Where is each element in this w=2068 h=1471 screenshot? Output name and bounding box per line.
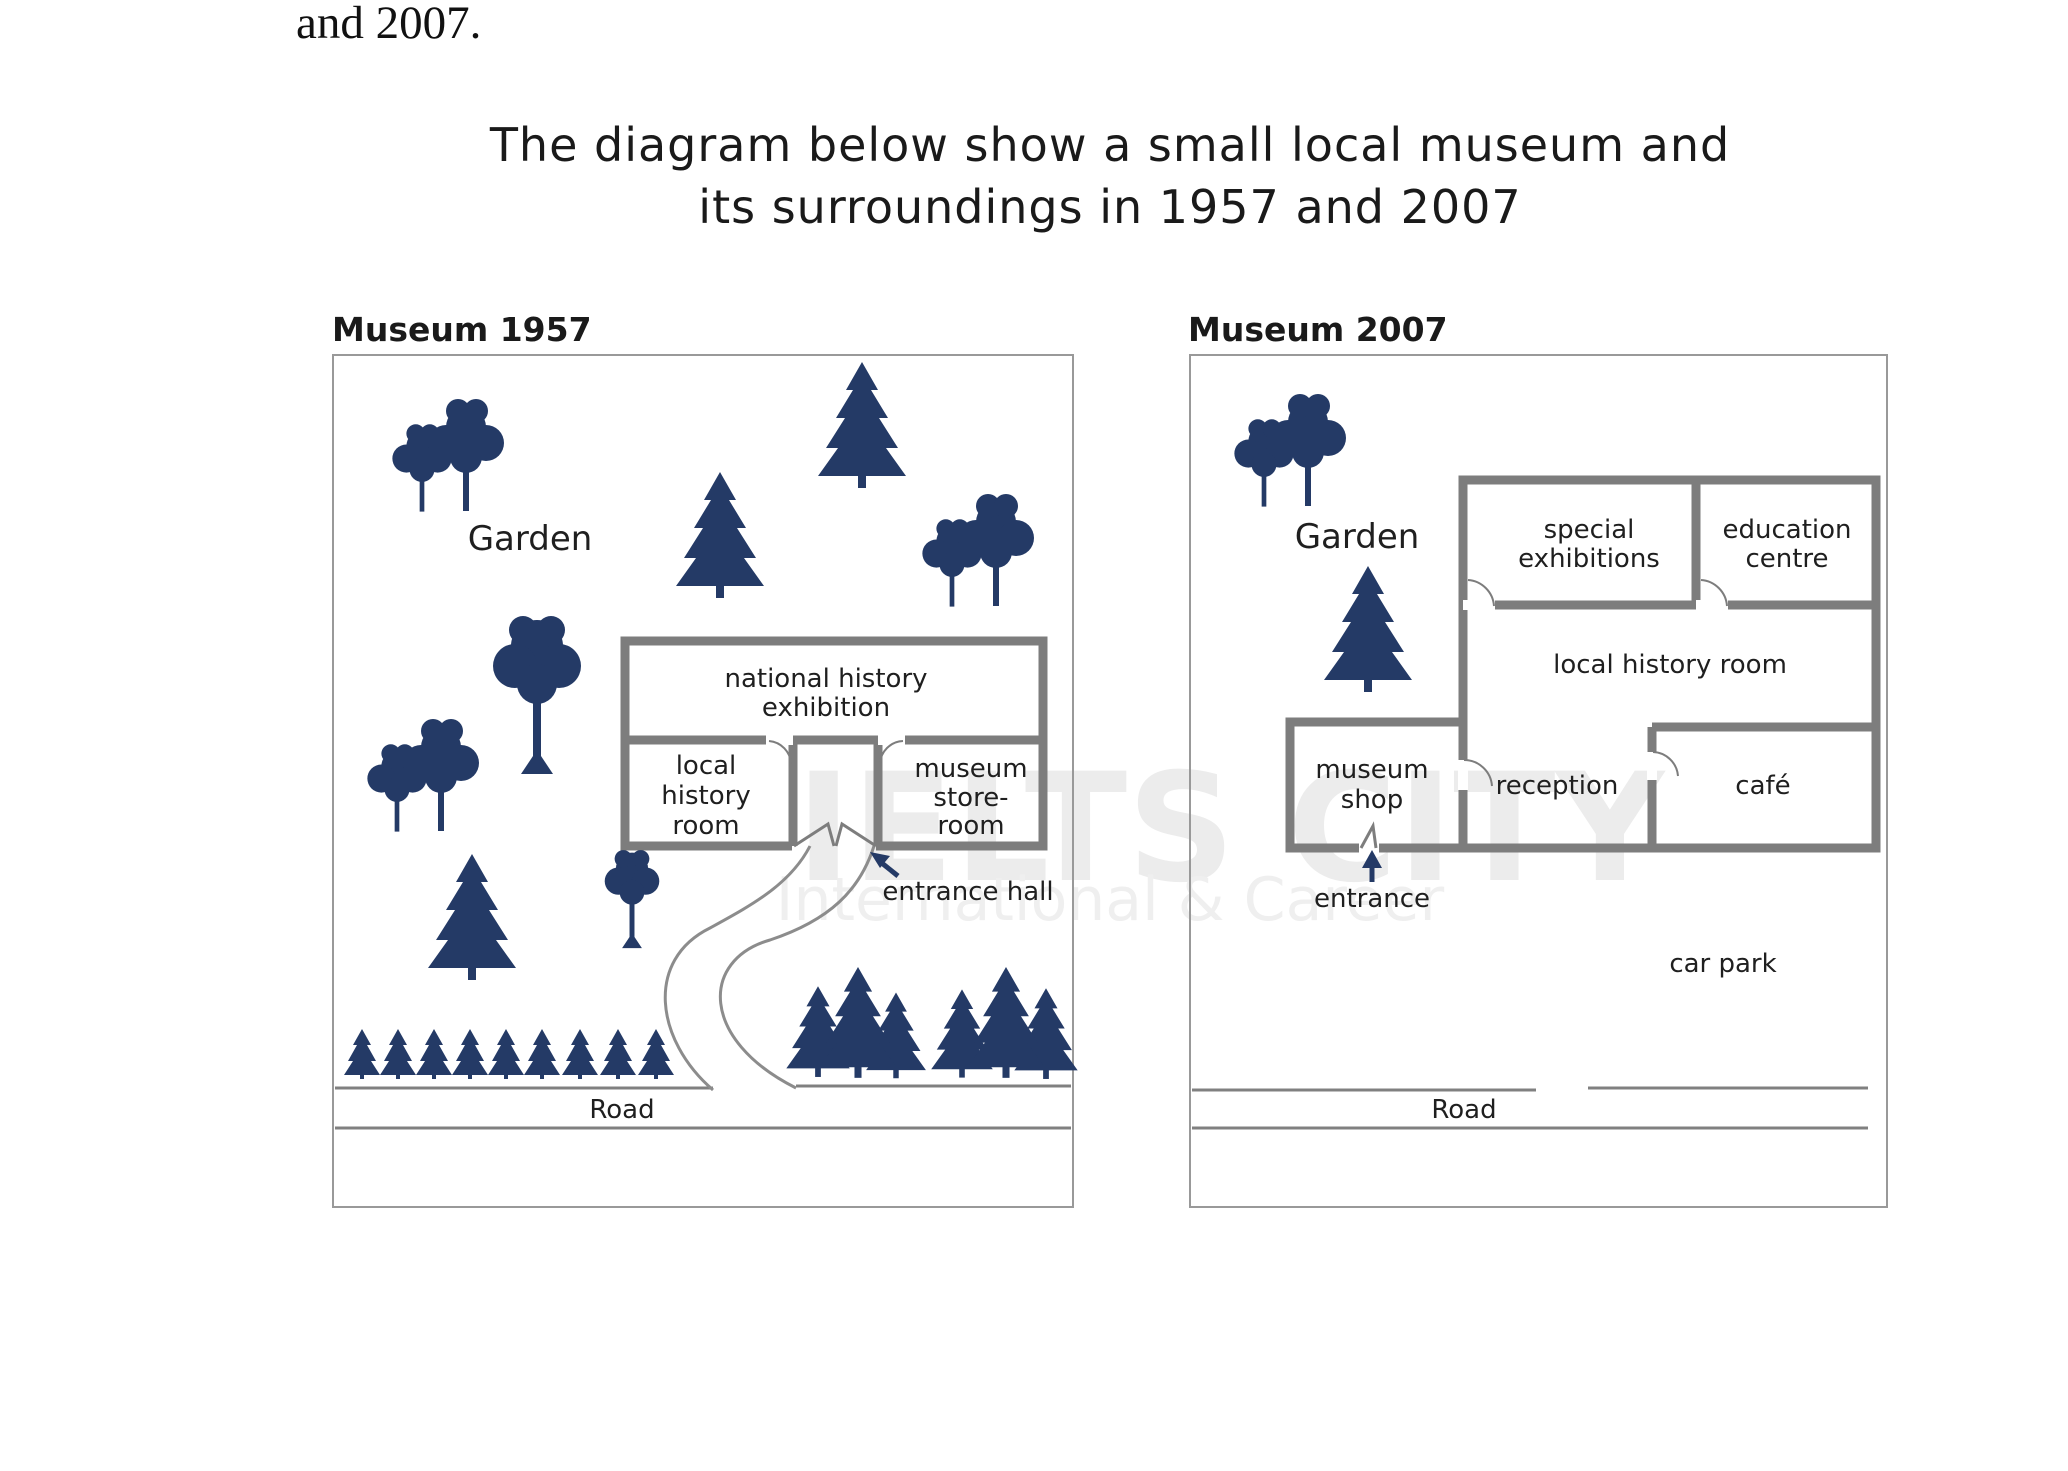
pine-tree-icon <box>818 362 906 488</box>
map-1957-frame <box>332 354 1074 1208</box>
education-label-1: education <box>1722 515 1851 545</box>
deciduous-tree-icon <box>392 399 504 512</box>
door-swing-local-history <box>768 740 792 765</box>
cafe-label: café <box>1735 771 1790 801</box>
deciduous-tree-icon <box>367 719 479 832</box>
intro-text: and 2007. <box>296 0 482 49</box>
map-2007-title: Museum 2007 <box>1188 310 1448 349</box>
tall-tree-icon <box>493 616 581 774</box>
pine-tree-icon <box>676 472 764 598</box>
education-label-2: centre <box>1745 544 1828 574</box>
diagram-title-line-1: The diagram below show a small local mus… <box>489 118 1731 172</box>
arrow-entrance-hall <box>870 852 900 878</box>
local-history-label-3: room <box>672 811 739 841</box>
entrance-hall-label: entrance hall <box>882 877 1053 907</box>
local-history-label-1: local <box>676 751 737 781</box>
special-label-1: special <box>1544 515 1635 545</box>
entrance-door-2007 <box>1359 821 1378 849</box>
building-2007 <box>1285 475 1881 853</box>
road-label-2007: Road <box>1431 1095 1496 1125</box>
map-2007: Road special exhibitions education centr… <box>1189 354 1888 1208</box>
building-1957 <box>620 636 1048 851</box>
entrance-label: entrance <box>1314 884 1430 914</box>
entrance-door-1957 <box>793 821 877 848</box>
local-history-room-label: local history room <box>1553 650 1787 680</box>
path-left-edge <box>663 845 812 1092</box>
special-label-2: exhibitions <box>1518 544 1660 574</box>
watermark-subtext: International & Career <box>776 865 1445 935</box>
tree-cluster-right <box>931 966 1078 1079</box>
map-2007-frame <box>1189 354 1888 1208</box>
national-history-label-2: exhibition <box>762 693 890 723</box>
garden-label-2007: Garden <box>1295 517 1420 557</box>
arrow-entrance <box>1362 850 1382 882</box>
door-swing-shop <box>1463 758 1493 787</box>
storeroom-label-3: room <box>937 811 1004 841</box>
door-swing-special <box>1467 579 1495 607</box>
national-history-label-1: national history <box>724 664 927 694</box>
door-swing-storeroom <box>879 740 904 765</box>
garden-label-1957: Garden <box>468 519 593 559</box>
storeroom-label-2: store- <box>933 783 1008 813</box>
tree-hedge-row <box>344 1029 674 1079</box>
road-label-1957: Road <box>589 1095 654 1125</box>
pine-tree-icon <box>1324 566 1412 692</box>
door-swing-education <box>1700 579 1728 607</box>
tree-cluster-left <box>786 966 926 1079</box>
shop-label-1: museum <box>1315 755 1428 785</box>
car-park-label: car park <box>1669 949 1776 979</box>
deciduous-tree-icon <box>1234 394 1346 507</box>
small-tree-icon <box>604 850 660 949</box>
shop-label-2: shop <box>1341 785 1403 815</box>
watermark-text: IELTS CITY <box>796 742 1667 916</box>
door-swing-cafe <box>1652 751 1679 777</box>
path-right-edge <box>718 845 876 1090</box>
map-1957: Road national history exhibition local h… <box>332 354 1078 1208</box>
diagram-title-line-2: its surroundings in 1957 and 2007 <box>698 180 1522 234</box>
storeroom-label-1: museum <box>914 754 1027 784</box>
map-1957-title: Museum 1957 <box>332 310 592 349</box>
deciduous-tree-icon <box>922 494 1034 607</box>
pine-tree-icon <box>428 854 516 980</box>
reception-label: reception <box>1496 771 1619 801</box>
local-history-label-2: history <box>661 781 750 811</box>
